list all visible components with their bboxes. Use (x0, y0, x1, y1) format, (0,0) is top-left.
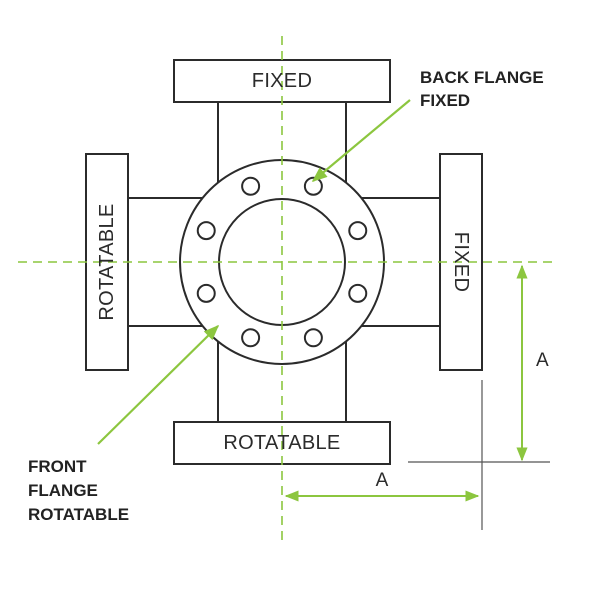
front-flange-callout-line3: ROTATABLE (28, 505, 129, 524)
front-flange-leader (97, 324, 220, 445)
bolt-holes (196, 176, 368, 348)
back-flange-callout: BACK FLANGE FIXED (420, 68, 544, 110)
extension-lines (408, 380, 550, 530)
horizontal-dimension-label: A (376, 470, 389, 491)
left-flange-label: ROTATABLE (96, 203, 118, 320)
right-flange-label: FIXED (450, 232, 472, 292)
back-flange-leader (311, 99, 411, 182)
top-flange-label: FIXED (252, 70, 312, 92)
leader-lines (97, 99, 411, 445)
centerlines (18, 36, 554, 540)
bolt-hole (303, 328, 323, 348)
vertical-dimension-label: A (536, 350, 549, 371)
dimension-labels: A A (376, 350, 549, 491)
dimension-arrows (284, 264, 528, 502)
bottom-flange-label: ROTATABLE (223, 432, 340, 454)
front-flange-callout: FRONT FLANGE ROTATABLE (28, 457, 129, 524)
back-flange-callout-line1: BACK FLANGE (420, 68, 544, 87)
back-flange-callout-line2: FIXED (420, 91, 470, 110)
bolt-hole (348, 221, 368, 241)
bolt-hole (196, 283, 216, 303)
front-flange-callout-line1: FRONT (28, 457, 87, 476)
bolt-hole (348, 283, 368, 303)
bolt-hole (241, 176, 261, 196)
front-flange-callout-line2: FLANGE (28, 481, 98, 500)
bolt-hole (241, 328, 261, 348)
flange-labels: FIXED ROTATABLE ROTATABLE FIXED (96, 70, 472, 454)
bolt-hole (196, 221, 216, 241)
